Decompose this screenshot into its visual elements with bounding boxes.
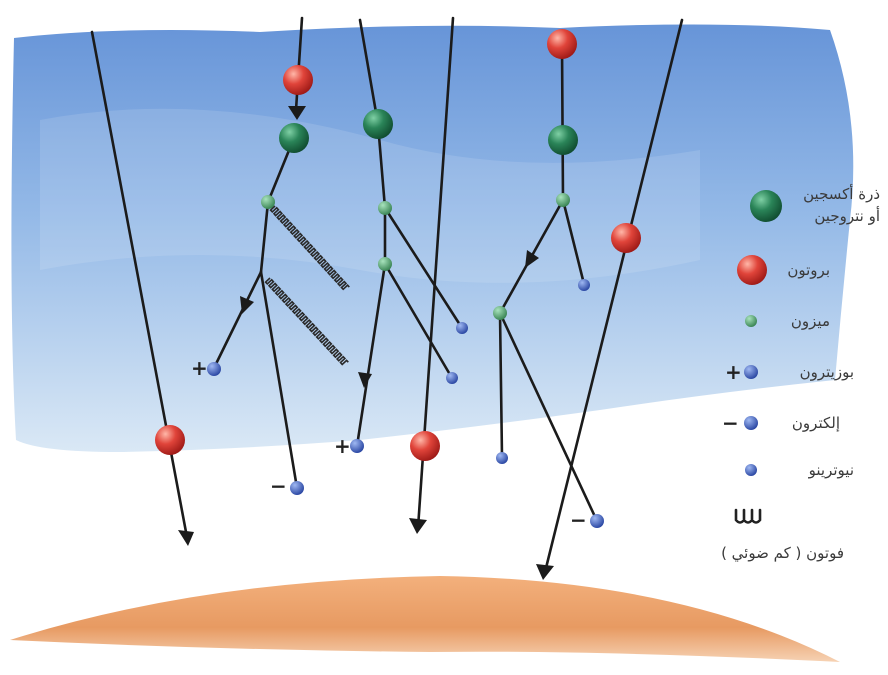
proton-particle: [283, 65, 313, 95]
arrowhead: [178, 530, 194, 546]
neutrino-particle: [446, 372, 458, 384]
atom-particle: [279, 123, 309, 153]
proton-particle: [611, 223, 641, 253]
electron-sign: −: [570, 510, 587, 530]
positron-particle: [207, 362, 221, 376]
positron-sign: +: [334, 436, 351, 456]
proton-particle: [155, 425, 185, 455]
neutrino-particle: [496, 452, 508, 464]
meson-icon: [745, 315, 757, 327]
legend-label-atom-line1: ذرة أكسجين: [803, 183, 880, 205]
proton-particle: [410, 431, 440, 461]
electron-icon: [744, 416, 758, 430]
meson-particle: [261, 195, 275, 209]
electron-particle: [590, 514, 604, 528]
track: [562, 44, 563, 200]
atom-particle: [548, 125, 578, 155]
legend-label-atom-line2: أو نتروجين: [803, 205, 880, 227]
meson-particle: [378, 201, 392, 215]
legend-positron-sign: +: [725, 362, 742, 382]
arrowhead: [536, 564, 554, 580]
positron-sign: +: [191, 358, 208, 378]
neutrino-particle: [578, 279, 590, 291]
positron-icon: [744, 365, 758, 379]
proton-particle: [547, 29, 577, 59]
legend-label-proton: بروتون: [787, 259, 830, 281]
earth-surface: [10, 576, 840, 662]
electron-sign: −: [270, 476, 287, 496]
legend-label-electron: إلكترون: [792, 412, 840, 434]
photon-wave-icon: [736, 510, 760, 523]
legend-label-positron: بوزيترون: [800, 361, 854, 383]
neutrino-particle: [456, 322, 468, 334]
proton-icon: [737, 255, 767, 285]
legend-label-meson: ميزون: [791, 310, 830, 332]
meson-particle: [378, 257, 392, 271]
legend-label-photon: فوتون ( كم ضوئي ): [721, 542, 844, 564]
legend-label-atom: ذرة أكسجين أو نتروجين: [803, 183, 880, 227]
neutrino-icon: [745, 464, 757, 476]
electron-particle: [290, 481, 304, 495]
legend-electron-sign: −: [722, 413, 739, 433]
meson-particle: [493, 306, 507, 320]
oxygen-nitrogen-atom-icon: [750, 190, 782, 222]
legend-label-neutrino: نيوترينو: [809, 459, 854, 481]
atom-particle: [363, 109, 393, 139]
meson-particle: [556, 193, 570, 207]
arrowhead: [409, 518, 427, 534]
positron-particle: [350, 439, 364, 453]
